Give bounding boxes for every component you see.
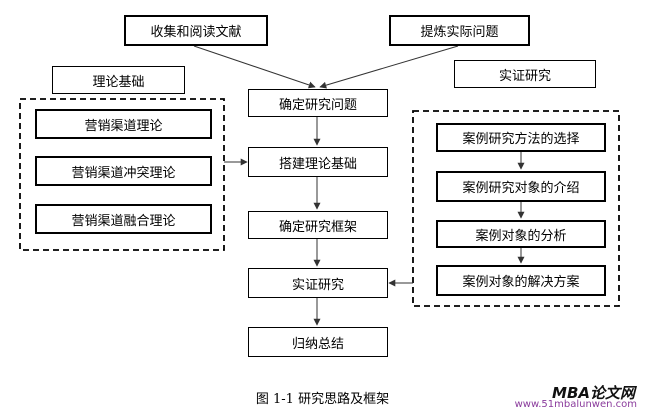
theory-item-1: 营销渠道理论	[35, 109, 212, 139]
step-build-theory: 搭建理论基础	[248, 147, 388, 177]
case-item-4: 案例对象的解决方案	[436, 265, 606, 296]
step-define-question: 确定研究问题	[248, 89, 388, 117]
step-empirical-study: 实证研究	[248, 268, 388, 298]
source-literature-box: 收集和阅读文献	[124, 15, 268, 46]
left-group-title: 理论基础	[52, 66, 185, 94]
step-define-framework: 确定研究框架	[248, 211, 388, 239]
arrow-practice-to-question	[319, 45, 459, 89]
step-summary: 归纳总结	[248, 327, 388, 357]
right-group-title: 实证研究	[454, 60, 596, 88]
left-dashed-frame	[19, 98, 225, 251]
theory-item-2: 营销渠道冲突理论	[35, 156, 212, 186]
case-item-1: 案例研究方法的选择	[436, 123, 606, 152]
case-item-2: 案例研究对象的介绍	[436, 171, 606, 202]
figure-caption: 图 1-1 研究思路及框架	[255, 392, 390, 407]
theory-item-3: 营销渠道融合理论	[35, 204, 212, 234]
watermark-brand: MBA论文网	[552, 384, 635, 402]
right-dashed-frame	[412, 110, 620, 307]
arrow-literature-to-question	[193, 45, 316, 89]
watermark-url: www.51mbalunwen.com	[514, 399, 637, 410]
case-item-3: 案例对象的分析	[436, 220, 606, 248]
source-practice-box: 提炼实际问题	[389, 15, 530, 46]
